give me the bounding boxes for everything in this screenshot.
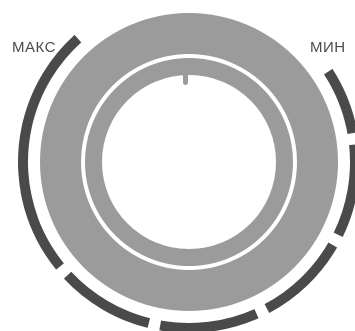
scale-segment-4 — [160, 314, 256, 328]
min-label: МИН — [310, 39, 346, 56]
knob-center — [102, 75, 276, 249]
position-indicator-icon — [183, 72, 188, 85]
scale-segment-6 — [338, 145, 355, 235]
max-label: МАКС — [12, 39, 56, 56]
